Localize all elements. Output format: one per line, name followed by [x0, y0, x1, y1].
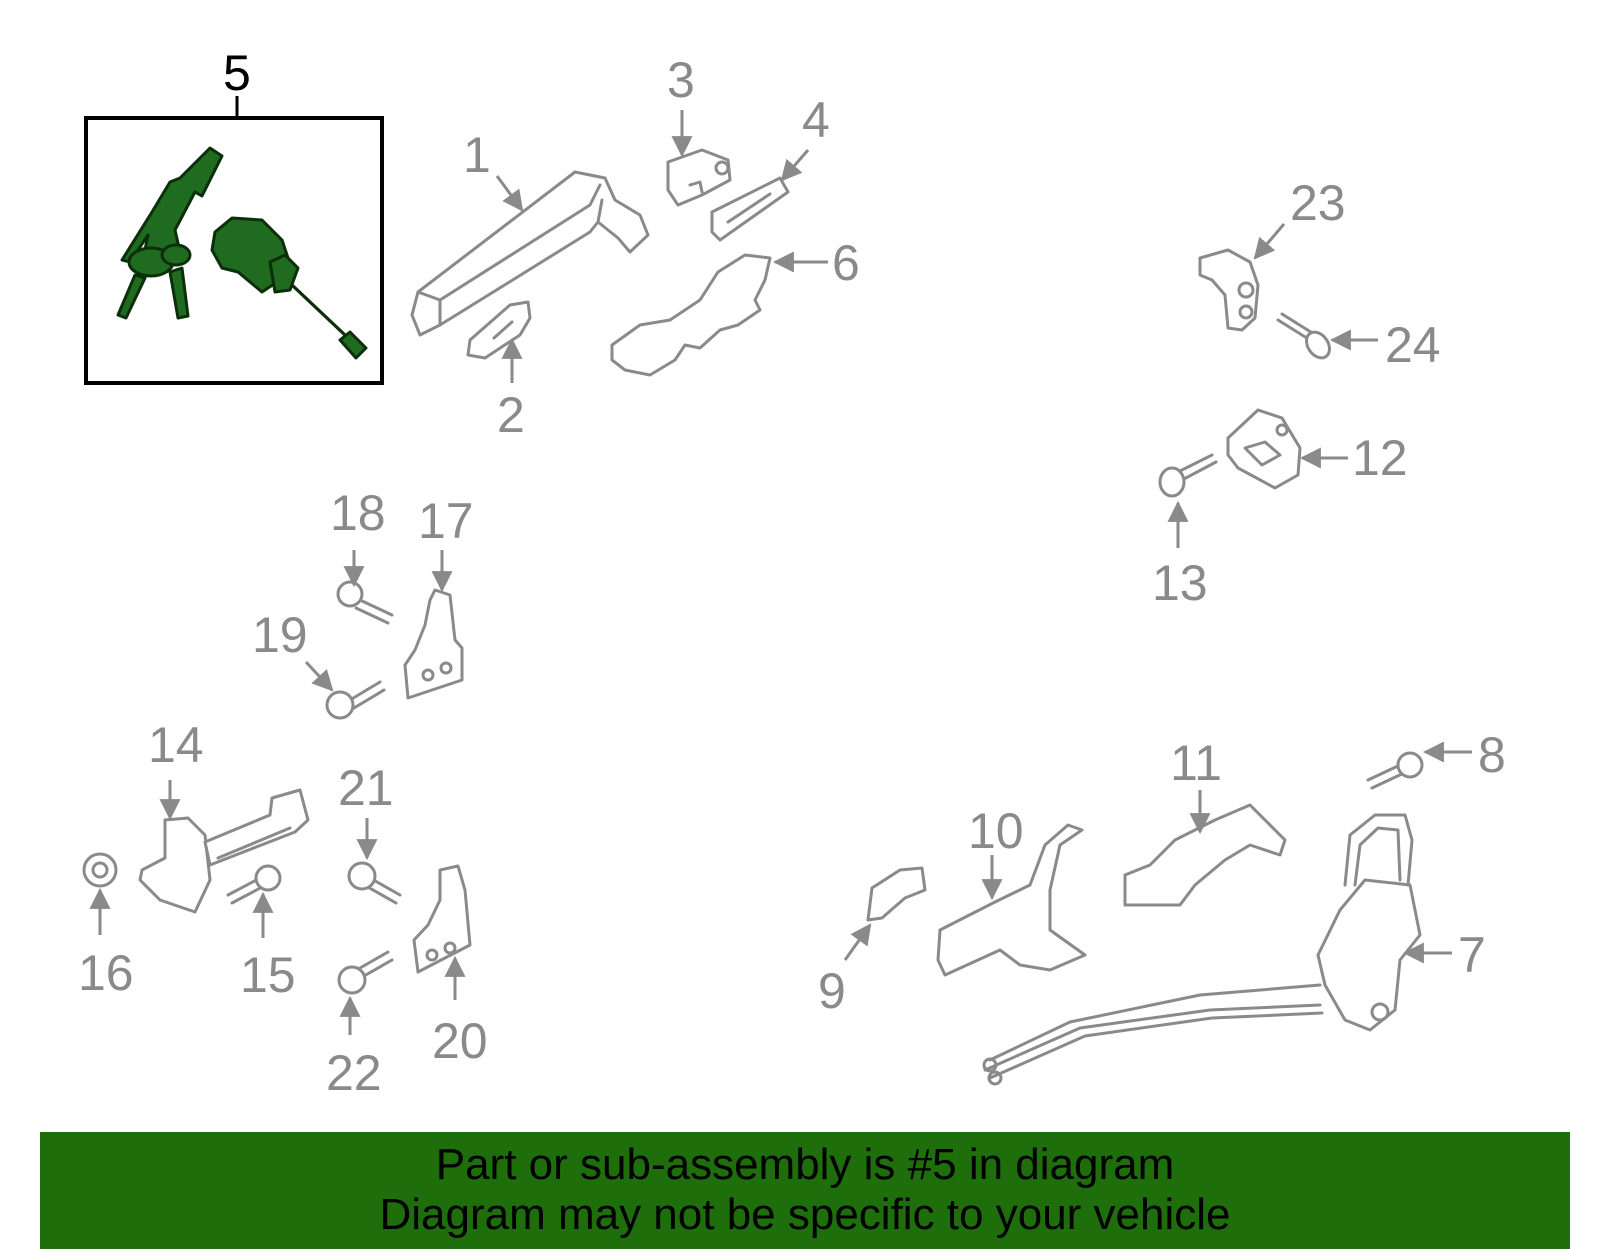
banner-line-1: Part or sub-assembly is #5 in diagram	[435, 1140, 1175, 1189]
info-banner: Part or sub-assembly is #5 in diagram Di…	[40, 1132, 1570, 1249]
callout-3[interactable]: 3	[667, 52, 695, 108]
part-12[interactable]	[1226, 408, 1302, 490]
callout-1[interactable]: 1	[463, 127, 491, 183]
part-13[interactable]	[1158, 453, 1218, 498]
callout-9[interactable]: 9	[818, 963, 846, 1019]
callout-22[interactable]: 22	[326, 1045, 382, 1101]
callout-11[interactable]: 11	[1170, 735, 1222, 791]
part-2[interactable]	[466, 300, 532, 360]
part-4[interactable]	[710, 176, 790, 242]
part-20[interactable]	[412, 864, 472, 974]
part-5-group[interactable]	[84, 96, 384, 385]
part-7[interactable]	[982, 813, 1422, 1086]
part-1[interactable]	[410, 170, 650, 337]
part-14[interactable]	[138, 788, 310, 914]
callout-13[interactable]: 13	[1152, 555, 1208, 611]
callout-18[interactable]: 18	[330, 485, 386, 541]
banner-line-2: Diagram may not be specific to your vehi…	[379, 1190, 1231, 1239]
part-10[interactable]	[936, 823, 1087, 977]
callout-24[interactable]: 24	[1385, 317, 1441, 373]
part-22[interactable]	[337, 950, 394, 995]
part-11[interactable]	[1123, 803, 1287, 907]
part-24[interactable]	[1276, 312, 1334, 362]
callout-4[interactable]: 4	[802, 92, 830, 148]
callout-5[interactable]: 5	[223, 45, 251, 101]
callout-14[interactable]: 14	[148, 717, 204, 773]
part-18[interactable]	[336, 580, 394, 625]
callout-20[interactable]: 20	[432, 1013, 488, 1069]
part-21[interactable]	[347, 861, 402, 905]
callout-17[interactable]: 17	[418, 493, 474, 549]
part-17[interactable]	[403, 588, 464, 700]
callout-arrows	[89, 110, 1472, 1035]
callout-8[interactable]: 8	[1478, 727, 1506, 783]
part-6[interactable]	[610, 253, 772, 377]
part-19[interactable]	[325, 680, 386, 720]
part-23[interactable]	[1198, 248, 1260, 332]
callout-12[interactable]: 12	[1352, 430, 1408, 486]
part-3[interactable]	[666, 148, 732, 207]
callout-labels: 1 2 3 4 5 6 7 8 9 10 11 12 13 14 15 16 1…	[78, 45, 1506, 1101]
callout-23[interactable]: 23	[1290, 175, 1346, 231]
callout-2[interactable]: 2	[497, 387, 525, 443]
callout-16[interactable]: 16	[78, 945, 134, 1001]
callout-10[interactable]: 10	[968, 803, 1024, 859]
part-16[interactable]	[82, 852, 118, 888]
part-15[interactable]	[226, 864, 282, 905]
callout-7[interactable]: 7	[1458, 927, 1486, 983]
callout-6[interactable]: 6	[832, 235, 860, 291]
callout-19[interactable]: 19	[252, 607, 308, 663]
callout-21[interactable]: 21	[338, 760, 394, 816]
part-8[interactable]	[1366, 751, 1424, 790]
callout-15[interactable]: 15	[240, 947, 296, 1003]
part-9[interactable]	[866, 866, 927, 922]
